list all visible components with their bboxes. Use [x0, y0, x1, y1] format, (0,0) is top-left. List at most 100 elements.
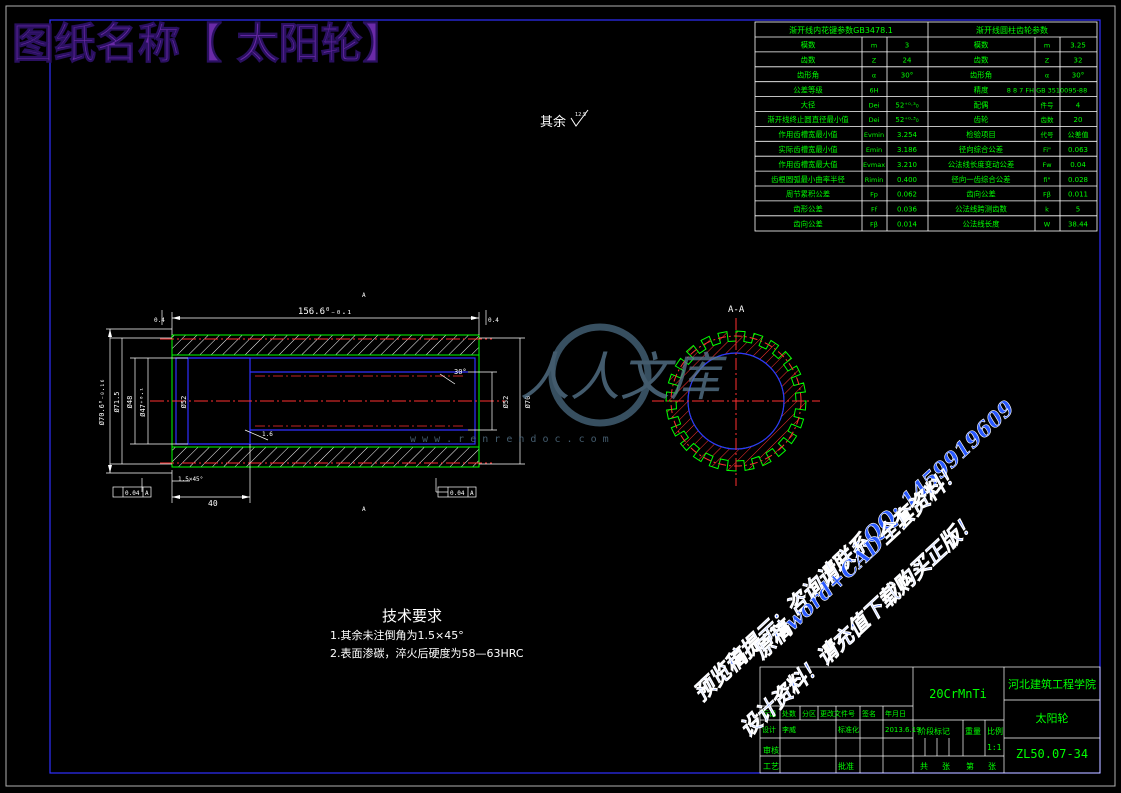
table-cell: 齿向公差	[966, 190, 996, 199]
tb-cell: 2013.6.19	[885, 726, 921, 734]
outer-frame	[5, 5, 1116, 787]
section-label: A-A	[728, 305, 745, 315]
table-cell: Fi"	[1043, 146, 1051, 154]
table-cell: 52⁺⁰·³₀	[895, 116, 918, 124]
section-view-aa: A-A	[652, 305, 820, 486]
watermark-site: w w w . r e n r e n d o c . c o m	[410, 434, 609, 445]
table-cell: Fβ	[1043, 191, 1051, 199]
title-block-designer-row: 设计李威 标准化 2013.6.19	[762, 725, 921, 734]
tb-label: 签名	[862, 709, 876, 718]
tb-label: 分区	[802, 709, 816, 718]
runout-right-value: 0.04	[450, 490, 465, 497]
table-cell: 20	[1074, 116, 1083, 124]
table-cell: 0.04	[1070, 161, 1086, 169]
tb-label: 标记	[762, 709, 776, 718]
cut-marker-top: A	[362, 292, 366, 299]
tb-review: 审核	[763, 745, 779, 755]
watermark-logo-circle	[548, 323, 652, 427]
table-cell: 0.036	[897, 206, 918, 214]
table-cell: 8 8 7 FH GB 3510095-88	[1007, 86, 1087, 94]
table-cell: W	[1044, 221, 1051, 229]
tb-drawing-no: ZL50.07-34	[1016, 747, 1088, 761]
table-cell: 齿向公差	[793, 220, 823, 229]
tb-cell: 设计	[762, 725, 776, 734]
tech-req-title: 技术要求	[382, 607, 442, 625]
table-cell: m	[1044, 42, 1050, 50]
table-cell: 件号	[1041, 100, 1055, 109]
title-block-sheet: 共张第张	[920, 761, 996, 771]
table-cell: 精度	[974, 85, 989, 94]
tb-scale: 1:1	[987, 743, 1002, 752]
tb-sheet-label: 张	[988, 762, 996, 771]
dim-chamfer: 1.5×45°	[178, 476, 203, 483]
table-cell: 3.254	[897, 131, 918, 139]
tb-cell: 标准化	[838, 725, 859, 734]
table-cell: 0.062	[897, 191, 917, 199]
dim-48: Ø48	[126, 396, 134, 409]
tb-sheet-label: 张	[942, 762, 950, 771]
table-cell: 0.011	[1068, 191, 1088, 199]
table-cell: m	[871, 42, 877, 50]
tb-material: 20CrMnTi	[929, 687, 987, 701]
table-cell: 齿形角	[970, 71, 992, 80]
dim-c-right: 0.4	[488, 317, 499, 324]
dim-70: Ø70	[524, 396, 532, 409]
table-header-left: 渐开线内花键参数GB3478.1	[789, 25, 893, 35]
table-cell: fi"	[1043, 176, 1050, 184]
table-cell: 齿形角	[797, 71, 819, 80]
table-cell: 32	[1074, 57, 1083, 65]
dim-r: 1.6	[262, 431, 273, 438]
table-cell: Evmax	[863, 161, 885, 169]
dim-40: 40	[208, 499, 218, 508]
table-cell: 公差等级	[793, 85, 823, 94]
dim-71: Ø71.5	[113, 391, 121, 412]
dim-52b: Ø52	[502, 396, 510, 409]
table-cell: 齿数	[1041, 115, 1055, 124]
table-cell: 大径	[801, 100, 816, 109]
watermark-logo-text: 人人文库	[520, 348, 728, 408]
table-cell: Fw	[1042, 161, 1052, 169]
runout-left-datum: A	[145, 490, 149, 497]
table-cell: 配偶	[974, 100, 989, 109]
table-cell: 公法线长度	[963, 220, 1001, 229]
table-cell: Fp	[870, 191, 878, 199]
table-cell: 0.014	[897, 221, 918, 229]
table-cell: 渐开线终止圆直径最小值	[767, 115, 849, 124]
table-cell: 模数	[974, 41, 989, 50]
table-cell: Fβ	[870, 221, 878, 229]
tb-scale-label: 比例	[987, 726, 1003, 736]
tb-sheet-label: 共	[920, 762, 928, 771]
dim-angle: 30°	[454, 368, 467, 376]
tb-cell: 李威	[782, 725, 796, 734]
parameter-table	[754, 21, 1098, 232]
table-cell: 6H	[869, 86, 878, 94]
table-cell: 公差值	[1068, 130, 1089, 139]
main-section-view: 156.6⁰₋₀.₁ Ø70.6⁰₋₀.₁₆ Ø71.5 Ø48 Ø47⁺⁰·¹…	[98, 292, 532, 513]
table-cell: Rimin	[865, 176, 884, 184]
table-cell: 3.210	[897, 161, 917, 169]
table-cell: 齿数	[974, 56, 989, 65]
title-block	[759, 666, 1101, 774]
inner-frame	[49, 19, 1101, 774]
table-cell: α	[1045, 72, 1049, 80]
table-cell: 4	[1076, 101, 1081, 109]
table-cell: 齿数	[801, 56, 816, 65]
table-cell: 3	[905, 42, 909, 50]
wall-top-hatch	[171, 334, 480, 356]
table-cell: 24	[903, 57, 912, 65]
table-cell: α	[872, 72, 876, 80]
table-cell: Z	[1045, 57, 1050, 65]
table-cell: 30°	[1072, 72, 1084, 80]
table-cell: 模数	[801, 41, 816, 50]
table-cell: Dei	[869, 116, 880, 124]
watermark: 人人文库 w w w . r e n r e n d o c . c o m	[410, 323, 728, 445]
table-cell: 作用齿槽宽最小值	[778, 130, 838, 139]
runout-left-value: 0.04	[125, 490, 140, 497]
tb-label: 更改文件号	[820, 709, 855, 718]
table-cell: Emin	[866, 146, 882, 154]
table-cell: 公法线长度变动公差	[948, 160, 1015, 169]
table-cell: 齿根圆弧最小曲率半径	[771, 175, 846, 184]
table-cell: 径向综合公差	[959, 145, 1003, 154]
